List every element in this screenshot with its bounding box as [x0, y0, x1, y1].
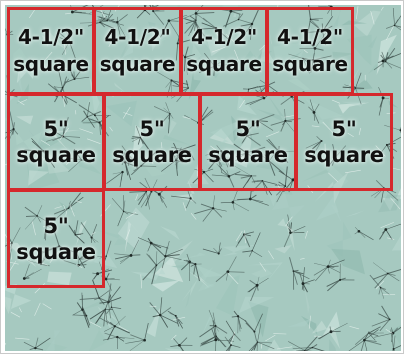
square-5-inch-1: 5" square [7, 93, 105, 191]
fabric-highlight [11, 312, 20, 317]
fabric-burst [129, 191, 149, 210]
fabric-burst [103, 333, 134, 349]
fabric-background: 4-1/2" square 4-1/2" square 4-1/2" squar… [5, 5, 401, 351]
fabric-shard [178, 282, 192, 317]
square-5-inch-5: 5" square [7, 189, 105, 288]
fabric-burst [201, 335, 226, 351]
fabric-highlight [183, 202, 186, 211]
square-size-label: 5" [236, 116, 261, 142]
fabric-burst [284, 215, 305, 248]
square-size-label: 4-1/2" [191, 24, 257, 51]
fabric-burst [372, 306, 391, 331]
fabric-shard [196, 265, 223, 277]
fabric-burst [355, 327, 384, 345]
fabric-highlight [43, 304, 52, 310]
square-size-label: 5" [44, 213, 69, 239]
fabric-highlight [136, 194, 138, 200]
fabric-burst [355, 227, 374, 240]
square-unit-label: square [100, 51, 176, 78]
square-unit-label: square [13, 51, 89, 78]
fabric-shard [160, 226, 180, 240]
square-size-label: 5" [44, 116, 69, 142]
fabric-shard [178, 258, 193, 263]
fabric-shard [277, 218, 294, 251]
fabric-burst [194, 195, 226, 221]
fabric-highlight [191, 213, 196, 219]
square-unit-label: square [16, 142, 95, 168]
square-unit-label: square [186, 51, 262, 78]
fabric-burst [380, 224, 402, 240]
square-unit-label: square [304, 142, 383, 168]
fabric-highlight [392, 168, 400, 170]
fabric-highlight [5, 343, 6, 349]
square-4-5-inch-3: 4-1/2" square [180, 7, 268, 95]
fabric-burst [349, 330, 382, 352]
fabric-highlight [350, 326, 360, 329]
square-unit-label: square [208, 142, 287, 168]
square-5-inch-2: 5" square [103, 93, 201, 191]
fabric-burst [232, 311, 246, 333]
fabric-burst [370, 275, 390, 299]
fabric-highlight [15, 338, 29, 339]
fabric-burst [138, 238, 168, 257]
fabric-shard [274, 245, 291, 253]
fabric-shard [223, 245, 257, 256]
fabric-highlight [381, 7, 383, 11]
fabric-highlight [150, 306, 157, 307]
fabric-burst [186, 260, 201, 281]
square-unit-label: square [16, 239, 95, 265]
fabric-burst [125, 323, 148, 351]
fabric-shard [392, 235, 401, 250]
fabric-shard [378, 194, 401, 212]
fabric-shard [147, 306, 161, 337]
fabric-highlight [268, 251, 273, 260]
fabric-highlight [387, 238, 394, 240]
fabric-shard [151, 280, 180, 291]
fabric-burst [386, 8, 401, 36]
fabric-burst [226, 321, 240, 344]
square-5-inch-3: 5" square [199, 93, 297, 191]
fabric-burst [300, 267, 315, 292]
square-unit-label: square [112, 142, 191, 168]
fabric-shard [181, 278, 198, 302]
fabric-shard [251, 268, 272, 278]
fabric-shard [216, 275, 240, 316]
square-size-label: 4-1/2" [18, 24, 84, 51]
fabric-burst [224, 337, 241, 351]
square-4-5-inch-4: 4-1/2" square [266, 7, 354, 95]
square-4-5-inch-1: 4-1/2" square [7, 7, 95, 95]
fabric-highlight [231, 332, 235, 345]
square-size-label: 5" [332, 116, 357, 142]
fabric-shard [345, 210, 365, 217]
fabric-highlight [356, 6, 358, 19]
fabric-highlight [19, 308, 21, 313]
fabric-shard [287, 319, 310, 327]
square-5-inch-4: 5" square [295, 93, 393, 191]
fabric-burst [203, 243, 222, 255]
square-4-5-inch-2: 4-1/2" square [93, 7, 182, 95]
fabric-highlight [300, 258, 305, 259]
fabric-burst [233, 191, 269, 206]
fabric-highlight [305, 231, 307, 239]
square-size-label: 4-1/2" [105, 24, 171, 51]
square-size-label: 4-1/2" [277, 24, 343, 51]
fabric-highlight [35, 303, 41, 316]
fabric-highlight [236, 231, 242, 241]
fabric-burst [216, 257, 245, 282]
fabric-highlight [381, 222, 394, 227]
square-size-label: 5" [140, 116, 165, 142]
fabric-highlight [141, 275, 142, 289]
fabric-shard [154, 257, 184, 283]
square-unit-label: square [272, 51, 348, 78]
fabric-burst [288, 336, 317, 351]
